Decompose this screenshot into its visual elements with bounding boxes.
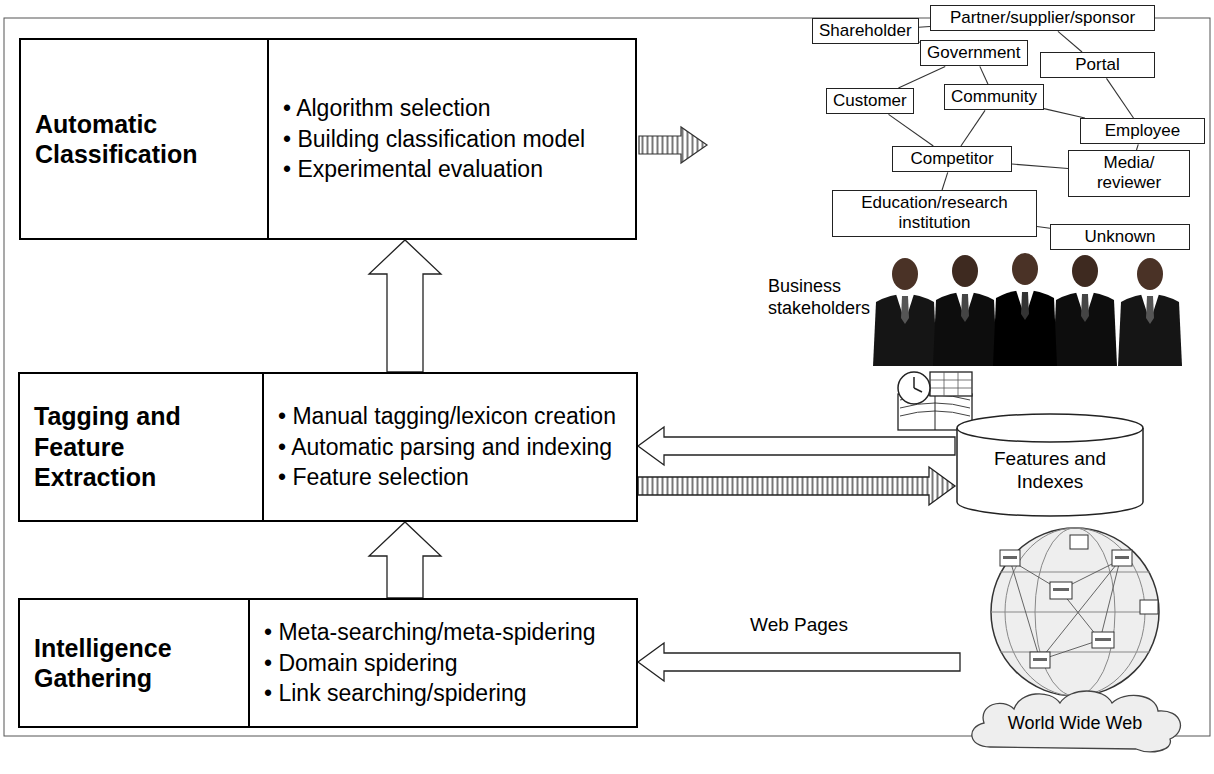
stakeholder-box: Media/ reviewer bbox=[1068, 150, 1190, 197]
bullet-item: • Building classification model bbox=[283, 124, 585, 154]
band-title: Tagging and Feature Extraction bbox=[34, 401, 248, 493]
band-title-cell: Automatic Classification bbox=[21, 40, 269, 238]
band-title-cell: Intelligence Gathering bbox=[20, 600, 250, 726]
web-cloud: World Wide Web bbox=[960, 540, 1190, 755]
bullet-item: • Algorithm selection bbox=[283, 93, 585, 123]
hollow-arrow bbox=[369, 240, 441, 372]
stakeholder-box: Portal bbox=[1040, 52, 1155, 78]
stakeholder-box: Employee bbox=[1080, 118, 1205, 144]
network-line bbox=[1044, 109, 1085, 118]
bullet-item: • Manual tagging/lexicon creation bbox=[278, 401, 616, 431]
stakeholder-box: Community bbox=[944, 84, 1044, 110]
network-line bbox=[1058, 31, 1082, 52]
process-band: Tagging and Feature Extraction• Manual t… bbox=[18, 372, 638, 522]
database-label: Features and Indexes bbox=[980, 448, 1120, 494]
stakeholder-label: Unknown bbox=[1085, 227, 1156, 246]
hollow-arrow bbox=[638, 427, 955, 465]
stakeholder-label: Customer bbox=[833, 91, 907, 110]
output-arrow bbox=[639, 127, 707, 163]
stakeholder-box: Unknown bbox=[1050, 224, 1190, 250]
network-line bbox=[919, 26, 930, 28]
bullet-list: • Meta-searching/meta-spidering• Domain … bbox=[250, 600, 611, 726]
cloud-shape bbox=[972, 691, 1181, 752]
network-line bbox=[1106, 78, 1133, 118]
cloud-label: World Wide Web bbox=[1008, 713, 1142, 735]
striped-arrow bbox=[638, 467, 955, 505]
network-line bbox=[942, 172, 948, 190]
data-icon bbox=[898, 372, 972, 430]
band-title-cell: Tagging and Feature Extraction bbox=[20, 374, 264, 520]
hollow-arrow bbox=[369, 522, 441, 598]
stakeholder-box: Customer bbox=[826, 88, 914, 114]
cylinder-body bbox=[957, 414, 1143, 516]
bullet-list: • Algorithm selection• Building classifi… bbox=[269, 40, 601, 238]
stakeholder-box: Partner/supplier/sponsor bbox=[930, 5, 1155, 31]
stakeholder-label: Portal bbox=[1075, 55, 1119, 74]
bullet-item: • Feature selection bbox=[278, 462, 616, 492]
stakeholder-label: Education/research institution bbox=[861, 193, 1007, 232]
database-cylinder: Features and Indexes bbox=[955, 412, 1145, 518]
bullet-item: • Domain spidering bbox=[264, 648, 595, 678]
stakeholder-label: Competitor bbox=[910, 149, 993, 168]
bullet-item: • Meta-searching/meta-spidering bbox=[264, 617, 595, 647]
stakeholder-label: Shareholder bbox=[819, 21, 912, 40]
stakeholder-label: Community bbox=[951, 87, 1037, 106]
outer-frame bbox=[4, 18, 1210, 736]
stakeholder-box: Shareholder bbox=[812, 18, 919, 44]
hollow-arrow bbox=[638, 643, 960, 681]
network-line bbox=[1037, 227, 1050, 229]
network-line bbox=[980, 66, 988, 84]
bullet-item: • Experimental evaluation bbox=[283, 154, 585, 184]
process-band: Automatic Classification • Algorithm sele… bbox=[19, 38, 637, 240]
network-line bbox=[889, 114, 934, 146]
bullet-list: • Manual tagging/lexicon creation• Autom… bbox=[264, 374, 632, 520]
stakeholder-label: Media/ reviewer bbox=[1086, 153, 1172, 194]
stakeholder-box: Competitor bbox=[892, 146, 1012, 172]
stakeholder-box: Education/research institution bbox=[832, 190, 1037, 237]
edge-label: Web Pages bbox=[747, 614, 851, 637]
stakeholder-label: Partner/supplier/sponsor bbox=[950, 8, 1135, 27]
bullet-item: • Link searching/spidering bbox=[264, 678, 595, 708]
group-label: Business stakeholders bbox=[768, 276, 868, 319]
network-line bbox=[898, 66, 945, 88]
network-line bbox=[961, 110, 985, 146]
stakeholder-label: Government bbox=[927, 43, 1021, 62]
cylinder-rim bbox=[957, 428, 1143, 442]
band-title: Intelligence Gathering bbox=[34, 633, 234, 694]
network-line bbox=[1012, 164, 1068, 168]
stakeholder-box: Government bbox=[920, 40, 1028, 66]
business-people bbox=[873, 253, 1182, 366]
process-band: Intelligence Gathering • Meta-searching/m… bbox=[18, 598, 638, 728]
stakeholder-label: Employee bbox=[1105, 121, 1181, 140]
web-globe bbox=[991, 528, 1159, 696]
bullet-item: • Automatic parsing and indexing bbox=[278, 432, 616, 462]
band-title: Automatic Classification bbox=[35, 109, 253, 170]
